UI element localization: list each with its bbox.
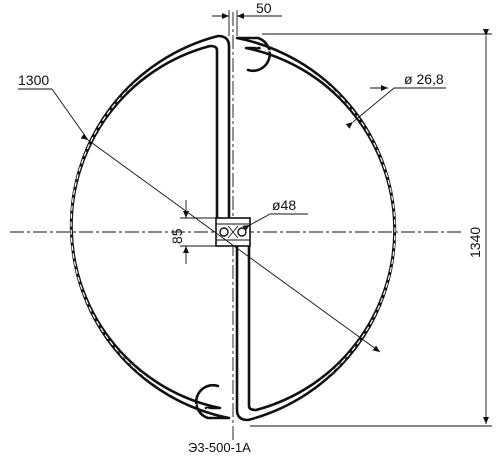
clamp-height-label: 85 <box>169 228 185 244</box>
gap-dimension: 50 <box>212 0 282 36</box>
clamp-height-dimension: 85 <box>169 200 216 264</box>
gap-label: 50 <box>256 0 272 16</box>
height-dimension: 1340 <box>250 29 492 427</box>
diameter-dimension: 1300 <box>18 72 381 353</box>
tube-diameter-label: ø 26,8 <box>404 71 444 87</box>
central-clamp <box>215 217 251 247</box>
height-label: 1340 <box>467 227 483 258</box>
diameter-label: 1300 <box>18 72 49 88</box>
drawing-caption: Э3-500-1А <box>188 440 251 455</box>
tube-diameter-leader: ø 26,8 <box>345 71 446 129</box>
pin-diameter-leader: ø48 <box>242 197 308 232</box>
right-half-frame <box>235 36 397 422</box>
pin-diameter-label: ø48 <box>272 197 296 213</box>
left-half-frame <box>69 34 231 420</box>
